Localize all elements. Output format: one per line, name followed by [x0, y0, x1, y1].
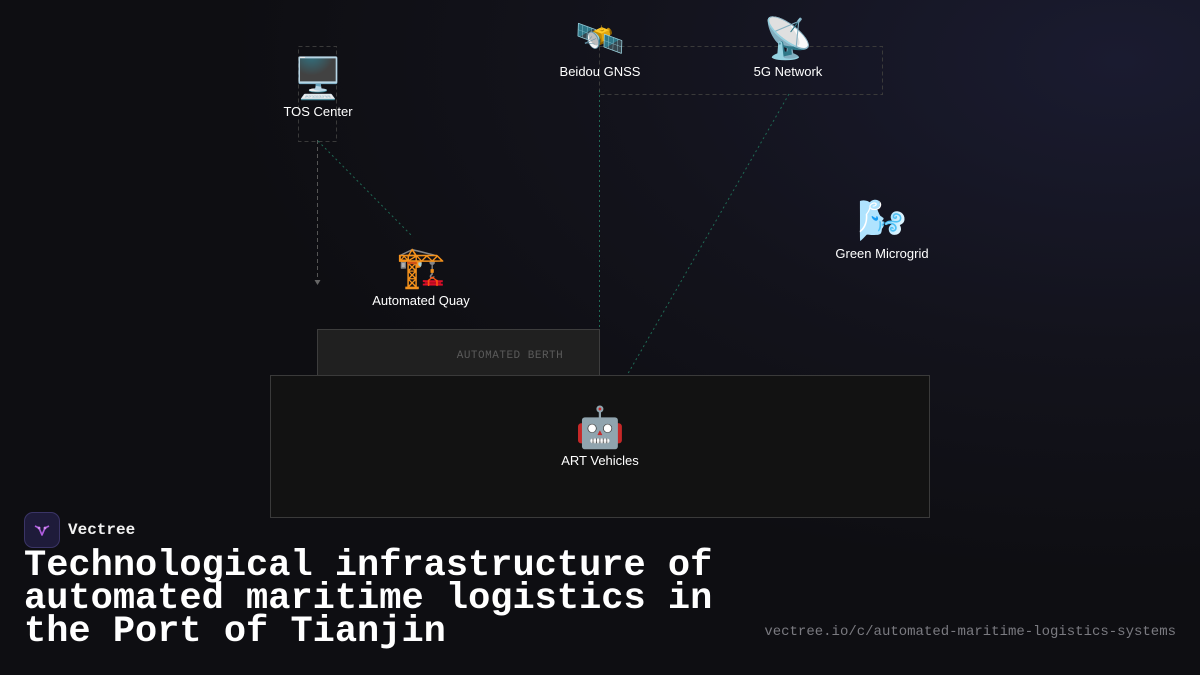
tos-center-node: 🖥️ TOS Center: [238, 56, 398, 119]
art-vehicles-node: 🤖 ART Vehicles: [520, 405, 680, 468]
green-microgrid-label: Green Microgrid: [835, 246, 929, 261]
satellite-icon: 🛰️: [575, 16, 625, 62]
page-title: Technological infrastructure of automate…: [24, 545, 713, 653]
network-group-box: [599, 46, 883, 95]
tos-group-box: [298, 46, 337, 142]
network-art-connector: [606, 93, 790, 411]
brand: Vectree: [24, 512, 135, 548]
wind-icon: 🌬️: [857, 198, 907, 244]
berth-label: AUTOMATED BERTH: [457, 350, 564, 362]
tos-arrowhead: [314, 280, 321, 285]
tos-center-label: TOS Center: [283, 104, 353, 119]
yard-area: [270, 375, 930, 518]
beidou-gnss-node: 🛰️ Beidou GNSS: [520, 16, 680, 79]
5g-network-node: 📡 5G Network: [708, 16, 868, 79]
beidou-gnss-label: Beidou GNSS: [559, 64, 641, 79]
berth-platform: [317, 329, 600, 377]
5g-network-label: 5G Network: [753, 64, 823, 79]
source-url: vectree.io/c/automated-maritime-logistic…: [764, 624, 1176, 640]
tos-quay-connector: [317, 140, 414, 238]
computer-icon: 🖥️: [293, 56, 343, 102]
automated-quay-node: 🏗️ Automated Quay: [341, 245, 501, 308]
crane-icon: 🏗️: [396, 245, 446, 291]
robot-icon: 🤖: [575, 405, 625, 451]
art-vehicles-label: ART Vehicles: [561, 453, 639, 468]
vectree-logo-icon: [24, 512, 60, 548]
green-microgrid-node: 🌬️ Green Microgrid: [802, 198, 962, 261]
brand-name: Vectree: [68, 521, 136, 539]
automated-quay-label: Automated Quay: [372, 293, 470, 308]
satellite-antenna-icon: 📡: [763, 16, 813, 62]
